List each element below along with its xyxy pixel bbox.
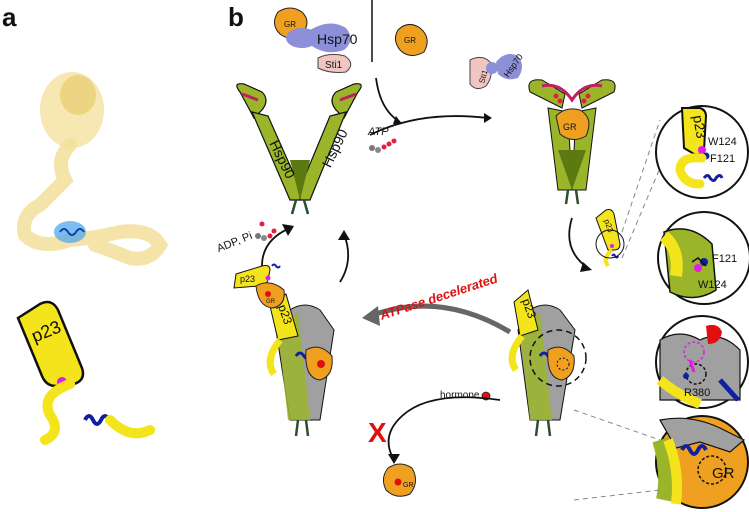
sti1-label: Sti1 — [325, 60, 343, 71]
p23-label-zoom1: p23 — [690, 114, 710, 140]
arrow-hormone-release — [387, 396, 501, 461]
p23-small-binding: p23 — [595, 209, 625, 268]
gr-label-free: GR — [404, 36, 416, 45]
adp-molecule-icon — [255, 221, 277, 241]
f121-label-zoom2: F121 — [712, 253, 737, 265]
gr-label-zoom4: GR — [712, 465, 735, 482]
sti1-label-small: Sti1 — [477, 68, 489, 84]
p23-cartoon-schematic: p23 — [16, 300, 155, 445]
hsp90-open-dimer: Hsp90 Hsp90 — [236, 83, 362, 215]
hsp70-sti1-gr-complex: GR Hsp70 Sti1 — [274, 7, 358, 73]
hsp70-label: Hsp70 — [317, 31, 358, 47]
p23-label-right-complex: p23 — [519, 297, 539, 321]
adp-pi-label: ADP, Pi — [215, 230, 254, 255]
gr-label-top: GR — [284, 20, 296, 29]
f121-label-zoom1: F121 — [710, 153, 735, 165]
hsp90-p23-gr-complex-right: p23 — [508, 289, 587, 437]
atpase-decelerated-label: ATPase decelerated — [377, 270, 500, 323]
p23-label-released: p23 — [240, 274, 255, 284]
arrow-p23-binding — [568, 217, 589, 269]
arrow-atpase-decelerated — [369, 303, 512, 335]
hsp90-gr-closed-complex: GR — [528, 79, 616, 205]
p23-gr-released: p23 GR — [233, 263, 285, 309]
w124-label-zoom2: W124 — [698, 279, 727, 291]
panel-a-label: a — [2, 2, 17, 32]
gr-hormone-released: GR — [382, 463, 416, 497]
w124-label-zoom1: W124 — [708, 136, 737, 148]
panel-b-label: b — [228, 2, 244, 32]
zoom-circle-3: R380 — [655, 315, 749, 409]
gr-free-top: GR — [394, 24, 428, 56]
zoom-circle-4: GR — [652, 415, 749, 509]
hsp90-label-left: Hsp90 — [266, 138, 298, 182]
arrow-complex-to-hsp90 — [375, 77, 401, 123]
zoom-circle-1: p23 W124 F121 — [655, 105, 749, 199]
zoom-connector-lines — [573, 119, 661, 501]
r380-label-zoom3: R380 — [684, 387, 710, 399]
arrow-to-released — [339, 233, 350, 283]
hormone-label: hormone — [440, 390, 480, 401]
zoom-circle-2: F121 W124 — [657, 211, 749, 305]
x-mark: X — [368, 417, 387, 448]
p23-surface-structure — [17, 72, 169, 266]
hsp90-p23-gr-complex-left: p23 — [266, 293, 335, 437]
gr-label-closed: GR — [563, 122, 577, 132]
gr-label-p23released: GR — [266, 299, 276, 305]
atp-molecule-icon — [369, 138, 397, 153]
gr-label-released: GR — [403, 482, 414, 489]
hsp70-sti1-released: Sti1 Hsp70 — [469, 52, 525, 90]
arrow-atp-binding — [369, 115, 489, 136]
p23-label-left-complex: p23 — [275, 303, 295, 327]
atp-label: ATP — [367, 126, 389, 138]
